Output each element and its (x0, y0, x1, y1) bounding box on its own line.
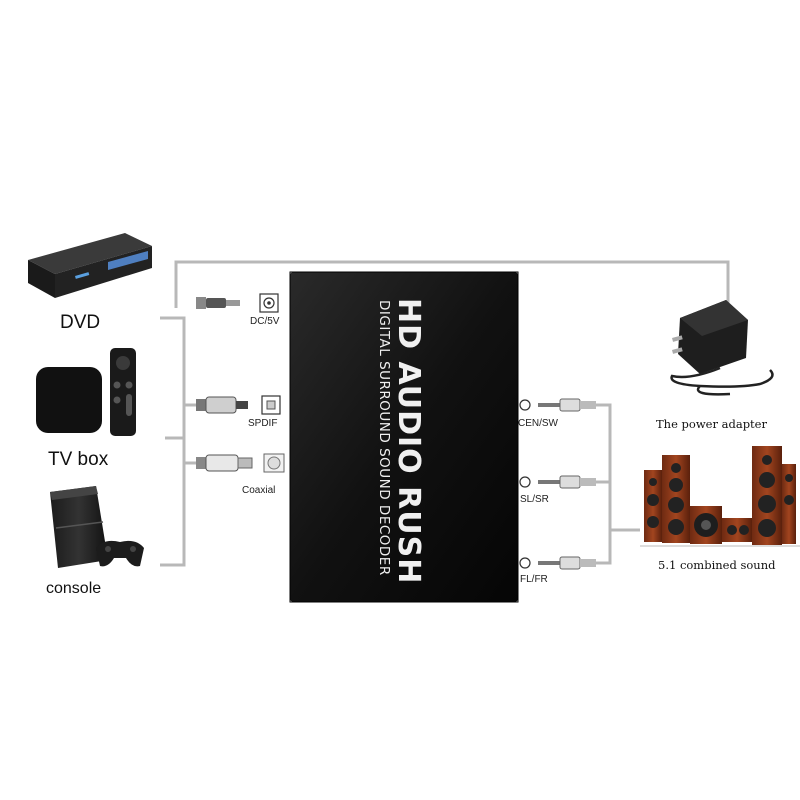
coaxial-cable-icon (196, 453, 285, 473)
power-adapter-label: The power adapter (656, 417, 767, 431)
cen-sw-label: CEN/SW (518, 418, 558, 429)
console-icon (50, 486, 144, 568)
output-jack-cen-sw-icon (519, 398, 596, 412)
output-bracket-line (596, 403, 612, 565)
fl-fr-label: FL/FR (520, 574, 548, 585)
wiring-lines (160, 260, 730, 567)
speakers-icon (640, 446, 800, 547)
decoder-box (289, 271, 519, 603)
dc-power-plug-icon (196, 293, 279, 313)
output-jack-sl-sr-icon (519, 475, 596, 489)
power-adapter-icon (670, 300, 774, 396)
decoder-title: HD AUDIO RUSH (391, 298, 426, 585)
dvd-label: DVD (60, 312, 101, 333)
spdif-label: SPDIF (248, 418, 278, 429)
sl-sr-label: SL/SR (520, 494, 549, 505)
input-bracket-line (160, 316, 186, 567)
dvd-player-icon (28, 233, 152, 298)
coaxial-label: Coaxial (242, 485, 276, 496)
spdif-optical-cable-icon (196, 395, 281, 415)
decoder-subtitle: DIGITAL SURROUND SOUND DECODER (376, 300, 392, 576)
speakers-label: 5.1 combined sound (658, 558, 776, 572)
output-jack-fl-fr-icon (519, 556, 596, 570)
dc-5v-label: DC/5V (250, 316, 280, 327)
tv-box-icon (36, 348, 136, 436)
tv-box-label: TV box (48, 449, 109, 470)
power-cable-line (174, 260, 730, 340)
console-label: console (46, 580, 102, 597)
